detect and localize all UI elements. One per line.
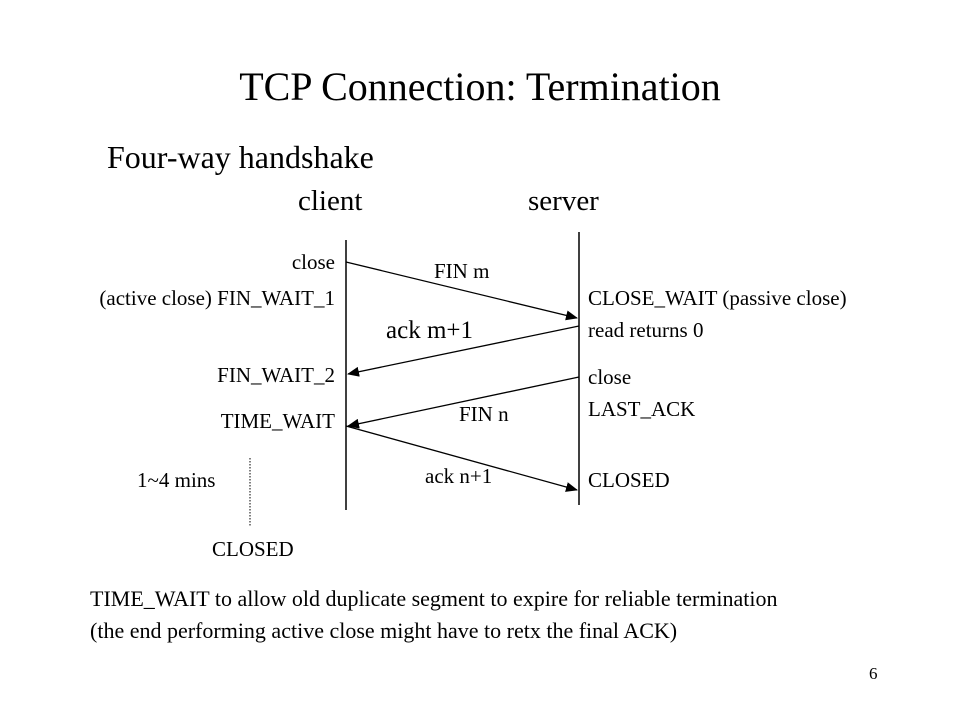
ack-n1-label: ack n+1: [425, 464, 493, 488]
server-close-label: close: [588, 365, 632, 389]
fin-m-label: FIN m: [434, 259, 490, 283]
subtitle: Four-way handshake: [107, 139, 374, 175]
server-close-wait-label: CLOSE_WAIT (passive close): [588, 286, 847, 310]
server-closed-label: CLOSED: [588, 468, 670, 492]
fin-n-arrow: [347, 376, 580, 429]
page-title: TCP Connection: Termination: [239, 64, 721, 109]
client-label: client: [298, 185, 363, 217]
client-duration-label: 1~4 mins: [137, 468, 216, 492]
ack-m1-label: ack m+1: [386, 317, 473, 344]
note-line-2: (the end performing active close might h…: [90, 618, 678, 643]
ack-n1-arrow: [345, 425, 578, 492]
client-fin-wait-1-label: (active close) FIN_WAIT_1: [99, 286, 335, 310]
fin-n-label: FIN n: [459, 402, 509, 426]
server-last-ack-label: LAST_ACK: [588, 397, 696, 421]
server-label: server: [528, 185, 599, 217]
client-close-label: close: [291, 250, 335, 274]
client-fin-wait-2-label: FIN_WAIT_2: [217, 363, 335, 387]
fin-m-arrow: [345, 261, 578, 321]
client-time-wait-label: TIME_WAIT: [220, 409, 335, 433]
server-read-returns-label: read returns 0: [588, 318, 704, 342]
page-number: 6: [869, 664, 878, 683]
client-closed-label: CLOSED: [212, 537, 294, 561]
note-line-1: TIME_WAIT to allow old duplicate segment…: [90, 586, 778, 611]
ack-m1-arrow: [347, 325, 580, 377]
